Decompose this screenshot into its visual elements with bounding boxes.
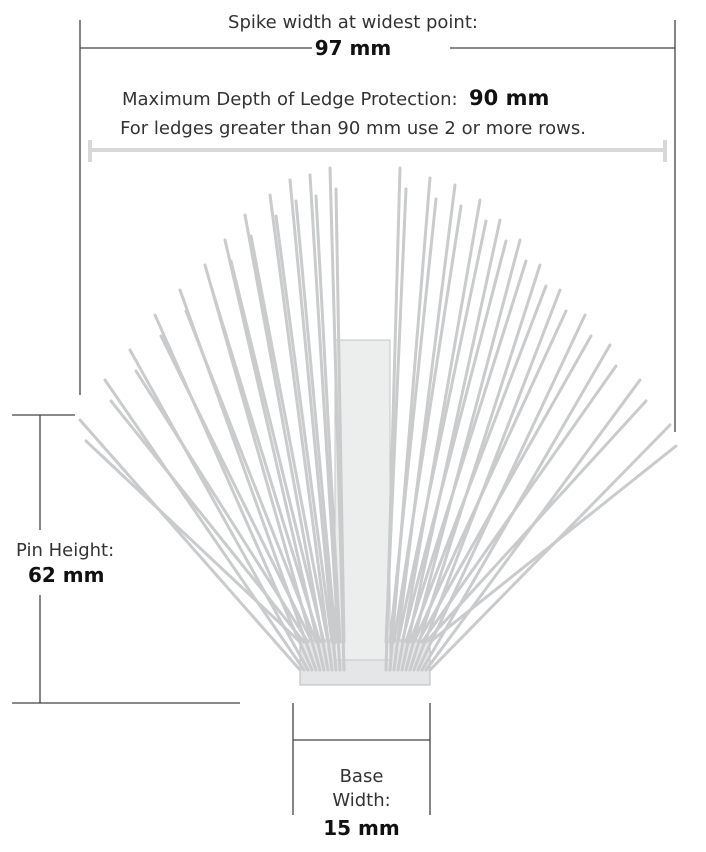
spike-pin [288, 178, 338, 672]
ledge-note: For ledges greater than 90 mm use 2 or m… [120, 118, 586, 139]
spike-pin [84, 439, 302, 644]
spike-pin [268, 193, 334, 672]
ledge-depth-text: Maximum Depth of Ledge Protection: [122, 89, 458, 110]
spike-pin [109, 399, 306, 644]
bird-spike-illustration [78, 166, 678, 686]
spike-pin [400, 218, 502, 672]
ledge-depth-label: Maximum Depth of Ledge Protection: 90 mm [122, 86, 549, 110]
spike-width-value: 97 mm [314, 36, 392, 60]
spike-pin [249, 234, 330, 644]
ledge-depth-value: 90 mm [469, 86, 550, 110]
dimension-lines [12, 20, 676, 815]
base-width-value: 15 mm [323, 816, 400, 840]
spike-pin [392, 183, 457, 672]
spike-pin [128, 348, 310, 672]
spike-pin [274, 214, 334, 644]
spike-pin [184, 309, 318, 644]
base-width-label-1: Base [339, 766, 384, 787]
base-width-label-2: Width: [332, 790, 391, 811]
spike-pin [388, 197, 438, 644]
spike-pin [334, 187, 346, 644]
spike-pin [416, 334, 593, 644]
spike-pin [229, 259, 326, 644]
ledge-bracket [88, 140, 667, 162]
spike-pin [396, 219, 488, 644]
spike-pin [396, 198, 482, 672]
spike-pin [314, 194, 342, 644]
pin-height-label: Pin Height: [16, 540, 115, 561]
spike-pin [384, 187, 408, 644]
pin-height-value: 62 mm [28, 563, 105, 587]
spike-pin [400, 239, 508, 644]
spike-pin [294, 199, 338, 644]
spike-pin [412, 309, 568, 644]
spike-pin [243, 213, 330, 672]
spike-pin [223, 238, 326, 672]
spike-pin [209, 284, 322, 644]
spike-width-label: Spike width at widest point: [228, 12, 478, 33]
spike-pin [308, 173, 342, 672]
spike-pin [408, 263, 542, 672]
spike-pin [404, 238, 522, 672]
spike-pin [404, 259, 528, 644]
spike-pin [392, 204, 463, 644]
spike-pin [103, 378, 306, 672]
spike-pin [408, 284, 548, 644]
spike-pin [78, 418, 302, 672]
